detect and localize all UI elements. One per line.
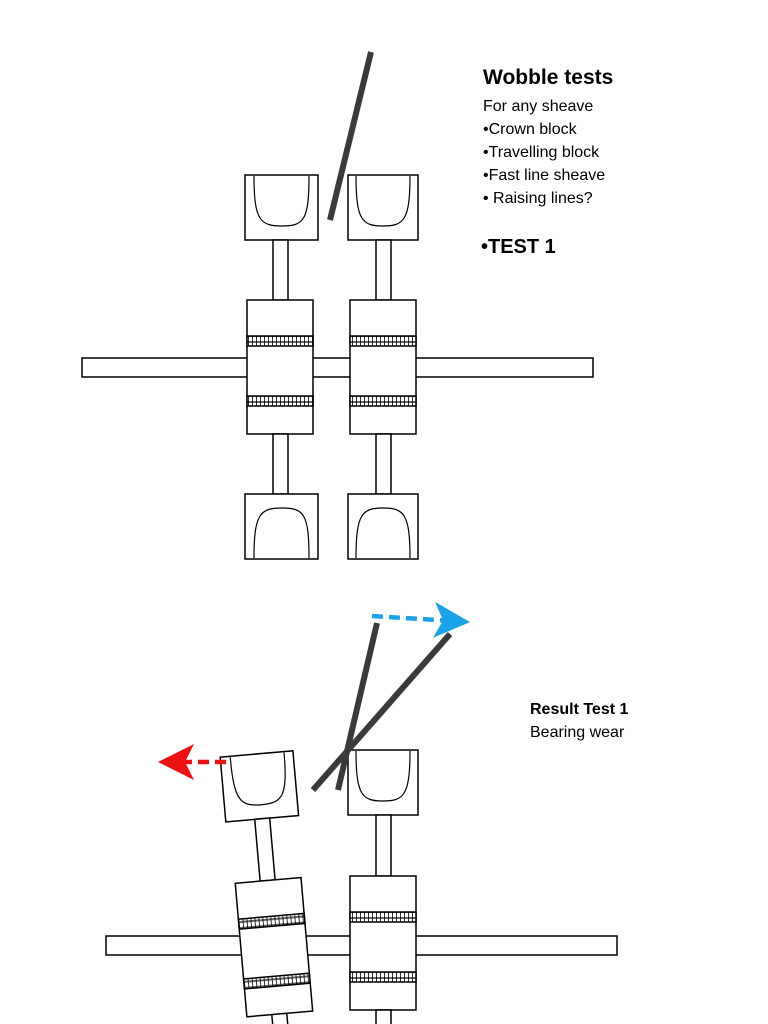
sheave-groove [355, 507, 411, 559]
bottom-right-assembly [347, 749, 419, 1024]
wire-rope-initial [335, 622, 380, 791]
bottom-left-assembly-tilted [219, 749, 314, 1024]
wire-rope [327, 51, 374, 221]
sheave-housing [347, 493, 419, 560]
bearing-block [349, 875, 417, 1011]
wire-rope-deflected [310, 632, 453, 792]
top-right-assembly [347, 174, 419, 560]
notes-line: •Travelling block [483, 144, 600, 161]
bearing-hatch [237, 912, 306, 930]
connecting-rod [272, 239, 289, 301]
connecting-rod [375, 1009, 392, 1024]
sheave-groove [229, 752, 286, 806]
sheave-groove [355, 750, 411, 802]
bearing-hatch [349, 335, 417, 347]
notes-title: Wobble tests [483, 66, 614, 89]
notes-line: •Crown block [483, 121, 577, 138]
top-left-assembly [244, 174, 319, 560]
connecting-rod [375, 239, 392, 301]
sheave-groove [253, 175, 310, 227]
bearing-block [246, 299, 314, 435]
top-shaft [81, 357, 594, 378]
bearing-hatch [246, 335, 314, 347]
sheave-housing [244, 493, 319, 560]
bearing-hatch [246, 395, 314, 407]
connecting-rod [375, 814, 392, 877]
bearing-block [234, 876, 314, 1018]
sheave-housing [347, 174, 419, 241]
notes-line: •Fast line sheave [483, 167, 606, 184]
bearing-hatch [349, 971, 417, 983]
sheave-housing [219, 749, 300, 823]
top-diagram [81, 51, 594, 560]
connecting-rod [253, 817, 276, 882]
bearing-hatch [349, 395, 417, 407]
connecting-rod [375, 433, 392, 495]
wobble-arrow-right [371, 601, 470, 638]
notes-line: • Raising lines? [483, 190, 593, 207]
sheave-groove [253, 507, 310, 559]
notes-line: For any sheave [483, 98, 594, 115]
sheave-groove [355, 175, 411, 227]
sheave-housing [347, 749, 419, 816]
sheave-housing [244, 174, 319, 241]
bearing-block [349, 299, 417, 435]
bearing-hatch [349, 911, 417, 923]
connecting-rod [270, 1012, 290, 1024]
result-title: Result Test 1 [530, 701, 629, 718]
bottom-diagram [105, 601, 618, 1024]
bearing-hatch [242, 972, 312, 990]
result-text: Bearing wear [530, 724, 625, 741]
test-label: •TEST 1 [481, 236, 556, 258]
connecting-rod [272, 433, 289, 495]
